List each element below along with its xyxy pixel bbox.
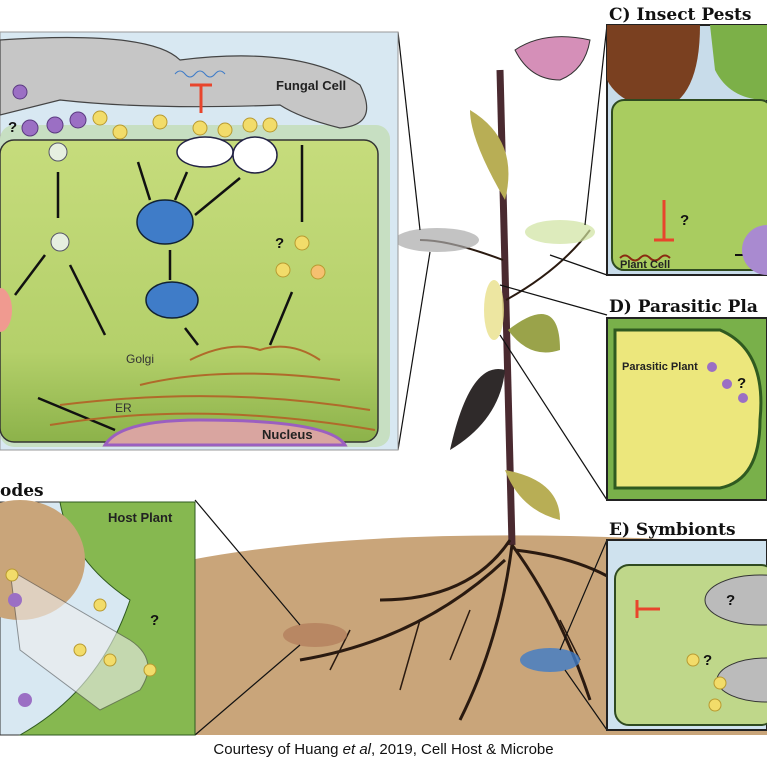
svg-text:?: ? [8,119,17,136]
svg-text:?: ? [150,612,159,629]
panel-insect-pests: C) Insect Pests ? Plant Cell [606,5,767,276]
connector-lines [194,24,608,736]
svg-text:Host Plant: Host Plant [108,510,173,525]
fungal-cell-label: Fungal Cell [276,78,346,93]
svg-text:ER: ER [115,401,132,415]
flower [514,36,591,81]
panel-fungi: Fungal Cell ? ? Golgi ER Nucleus [0,31,399,451]
svg-text:?: ? [275,235,284,252]
panel-nematodes: odes Host Plant ? [0,481,196,736]
svg-text:?: ? [680,212,689,229]
leaf [450,369,505,450]
svg-text:Golgi: Golgi [126,352,154,366]
svg-text:odes: odes [0,481,44,501]
panel-symbionts: E) Symbionts ? ? [606,520,767,731]
svg-text:Parasitic Plant: Parasitic Plant [622,361,698,373]
figure-caption: Courtesy of Huang et al, 2019, Cell Host… [213,741,554,758]
svg-text:D) Parasitic Pla: D) Parasitic Pla [609,297,758,317]
svg-text:Plant Cell: Plant Cell [620,259,670,271]
svg-text:C) Insect Pests: C) Insect Pests [609,5,751,25]
svg-text:?: ? [737,375,746,392]
leaf [505,470,560,520]
svg-text:E) Symbionts: E) Symbionts [609,520,736,540]
nucleus [102,418,348,447]
leaf [470,110,509,200]
infection-site-insect [525,220,595,244]
svg-text:?: ? [726,592,735,609]
infection-site-parasitic [484,280,504,340]
infection-site-nematode [283,623,347,647]
infection-site-fungi [395,228,479,252]
fungal-cell [0,36,368,129]
svg-text:Nucleus: Nucleus [262,427,313,442]
infection-site-symbiont [520,648,580,672]
svg-text:?: ? [703,652,712,669]
leaf [508,314,560,353]
panel-parasitic-plants: D) Parasitic Pla Parasitic Plant ? [606,297,767,501]
